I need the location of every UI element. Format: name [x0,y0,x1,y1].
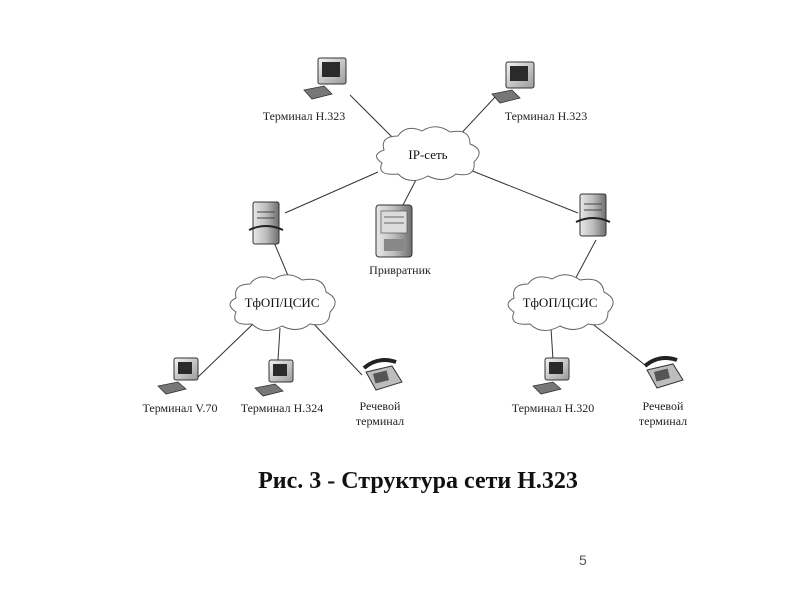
terminal-h324-label: Терминал H.324 [241,401,324,415]
gatekeeper-label: Привратник [369,263,431,277]
ip-network-cloud: IP-сеть [376,126,480,181]
computer-terminal-icon [303,57,347,100]
terminal-h323-right-label: Терминал H.323 [505,109,588,123]
terminal-h324 [254,359,294,397]
terminal-h323-right [491,61,535,104]
telephone-icon [362,358,403,391]
computer-terminal-icon [491,61,535,104]
gateway-left [248,201,284,245]
gatekeeper-server-icon [375,204,413,258]
gatekeeper [375,204,413,258]
computer-terminal-icon [532,357,570,395]
voice-terminal-right-line2: терминал [639,414,687,428]
connection-lines [196,94,646,379]
pstn-isdn-cloud-left: ТфОП/ЦСИС [229,274,336,331]
voice-terminal-left-line1: Речевой [360,399,401,413]
pstn-isdn-label-left: ТфОП/ЦСИС [245,295,320,310]
gateway-server-icon [248,201,284,245]
terminal-v70-label: Терминал V.70 [143,401,218,415]
computer-terminal-icon [157,357,199,395]
terminal-h323-left-label: Терминал H.323 [263,109,346,123]
voice-terminal-right [643,356,684,389]
ip-network-label: IP-сеть [408,147,447,162]
telephone-icon [643,356,684,389]
computer-terminal-icon [254,359,294,397]
terminal-v70 [157,357,199,395]
voice-terminal-left [362,358,403,391]
figure-caption: Рис. 3 - Структура сети H.323 [258,468,578,494]
terminal-h323-left [303,57,347,100]
pstn-isdn-cloud-right: ТфОП/ЦСИС [507,274,614,331]
page-number: 5 [579,552,587,568]
voice-terminal-right-line1: Речевой [643,399,684,413]
terminal-h320 [532,357,570,395]
voice-terminal-left-line2: терминал [356,414,404,428]
gateway-server-icon [575,193,611,237]
pstn-isdn-label-right: ТфОП/ЦСИС [523,295,598,310]
terminal-h320-label: Терминал H.320 [512,401,595,415]
gateway-right [575,193,611,237]
